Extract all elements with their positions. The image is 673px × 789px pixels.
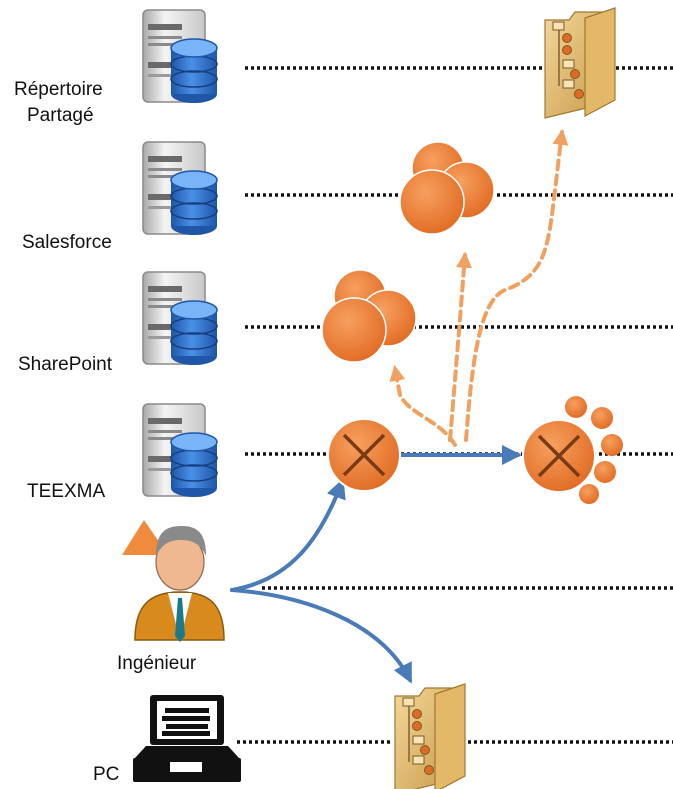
engineer-person-icon xyxy=(122,520,225,642)
dashed-arrow-to-sharepoint xyxy=(389,364,457,447)
salesforce-bubble-cluster xyxy=(399,141,495,235)
label-pc: PC xyxy=(93,764,119,785)
blue-arrow-to-pc-folder xyxy=(230,588,412,684)
server-database-icon xyxy=(142,141,218,236)
dashed-arrow-to-salesforce xyxy=(448,251,472,442)
teexma-cross-node xyxy=(326,417,402,493)
dotted-lines xyxy=(237,66,673,744)
laptop-books-icon xyxy=(133,695,241,782)
blue-arrow-to-teexma-node xyxy=(230,478,346,592)
label-salesforce: Salesforce xyxy=(22,232,112,253)
label-repertoire-line1: Répertoire xyxy=(14,79,103,100)
label-ingenieur: Ingénieur xyxy=(117,653,197,674)
sharepoint-bubble-cluster xyxy=(321,269,417,363)
label-teexma: TEEXMA xyxy=(27,481,105,502)
label-repertoire-line2: Partagé xyxy=(27,105,94,126)
blue-arrows xyxy=(230,445,522,684)
dashed-orange-arrows xyxy=(389,128,569,447)
result-node-with-dots xyxy=(521,396,623,504)
label-sharepoint: SharePoint xyxy=(18,354,113,375)
dashed-arrow-to-repertoire xyxy=(464,128,569,442)
folder-tree-icon xyxy=(394,683,466,789)
server-database-icon xyxy=(142,271,218,366)
server-database-icon xyxy=(142,9,218,104)
server-database-icon xyxy=(142,403,218,498)
folder-tree-icon xyxy=(544,7,616,119)
